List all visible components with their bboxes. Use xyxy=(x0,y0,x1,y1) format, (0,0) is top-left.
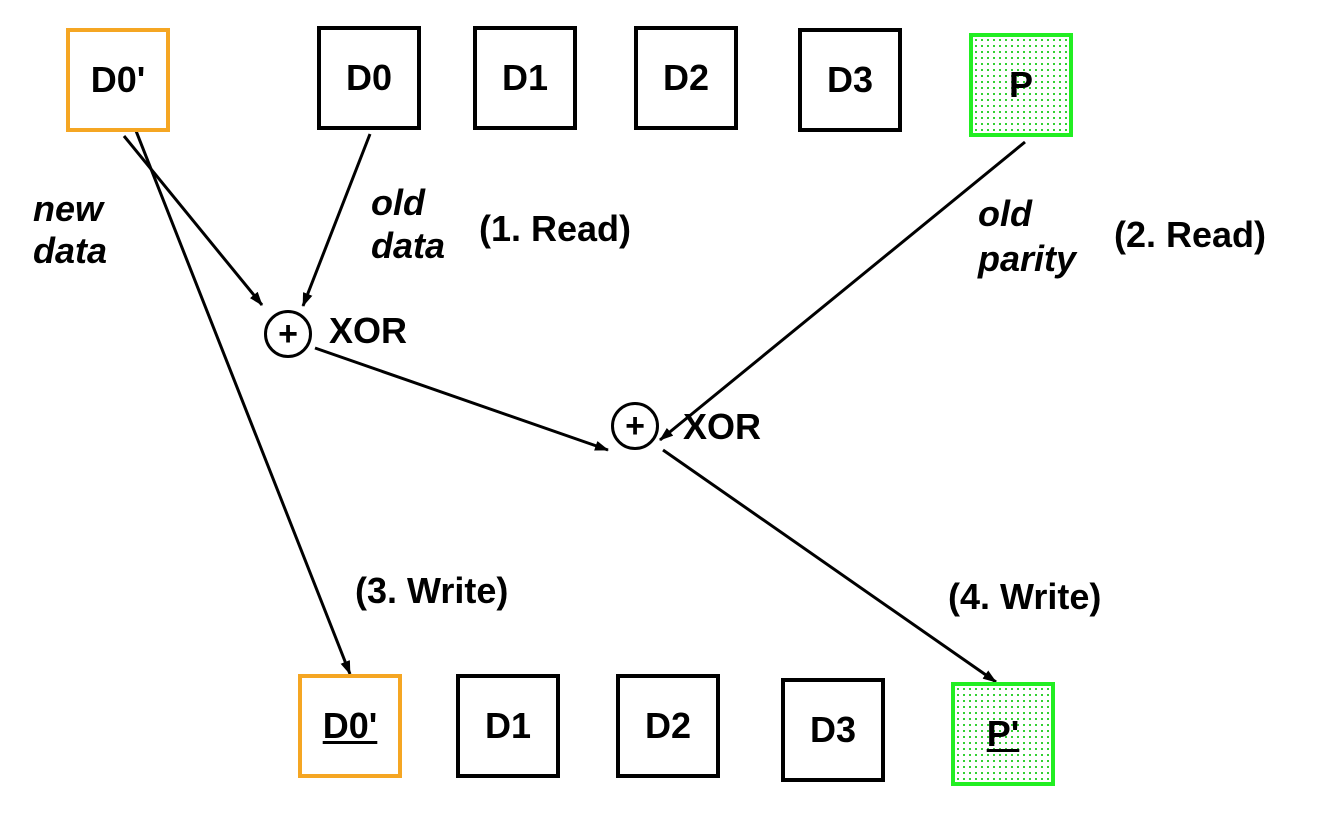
top-d1-label: D1 xyxy=(501,57,549,98)
bottom-data-block-d3: D3 xyxy=(781,678,885,782)
old-parity-label-line2: parity xyxy=(978,238,1077,279)
bottom-new-data-block: D0' xyxy=(298,674,402,778)
arrow-old-data-to-xor1 xyxy=(301,133,372,307)
top-d3-label: D3 xyxy=(826,59,874,100)
top-new-data-label: D0' xyxy=(90,59,146,100)
new-data-label-line2: data xyxy=(33,230,108,271)
bottom-data-block-d2: D2 xyxy=(616,674,720,778)
step1-read-label: (1. Read) xyxy=(479,208,632,249)
top-data-block-d1: D1 xyxy=(473,26,577,130)
top-d0-label: D0 xyxy=(345,57,393,98)
xor2-circle: + xyxy=(611,402,659,450)
top-data-block-d3: D3 xyxy=(798,28,902,132)
xor2-label: XOR xyxy=(683,406,762,447)
old-data-label-line2: data xyxy=(371,225,446,266)
xor2-plus-icon: + xyxy=(625,407,645,445)
xor1-circle: + xyxy=(264,310,312,358)
top-data-block-d2: D2 xyxy=(634,26,738,130)
arrow-old-parity-to-xor2 xyxy=(659,140,1026,442)
top-parity-block: P xyxy=(969,33,1073,137)
top-d2-label: D2 xyxy=(662,57,710,98)
old-data-label-line1: old xyxy=(371,182,425,223)
step4-write-label: (4. Write) xyxy=(948,576,1102,617)
bottom-parity-label: P' xyxy=(986,713,1020,754)
top-new-data-block: D0' xyxy=(66,28,170,132)
arrow-new-data-write xyxy=(125,107,352,675)
top-data-block-d0: D0 xyxy=(317,26,421,130)
xor1-plus-icon: + xyxy=(278,315,298,353)
arrow-new-data-to-xor1 xyxy=(122,135,264,306)
bottom-data-block-d1: D1 xyxy=(456,674,560,778)
new-data-label-line1: new xyxy=(33,188,104,229)
step3-write-label: (3. Write) xyxy=(355,570,509,611)
step2-read-label: (2. Read) xyxy=(1114,214,1267,255)
arrow-xor2-to-new-parity xyxy=(662,448,997,684)
old-parity-label-line1: old xyxy=(978,193,1032,234)
bottom-d2-label: D2 xyxy=(644,705,692,746)
arrow-xor1-to-xor2 xyxy=(314,346,609,452)
top-parity-label: P xyxy=(1008,64,1033,105)
xor1-label: XOR xyxy=(329,310,408,351)
bottom-d3-label: D3 xyxy=(809,709,857,750)
bottom-parity-block: P' xyxy=(951,682,1055,786)
bottom-d1-label: D1 xyxy=(484,705,532,746)
bottom-new-data-label: D0' xyxy=(322,705,378,746)
